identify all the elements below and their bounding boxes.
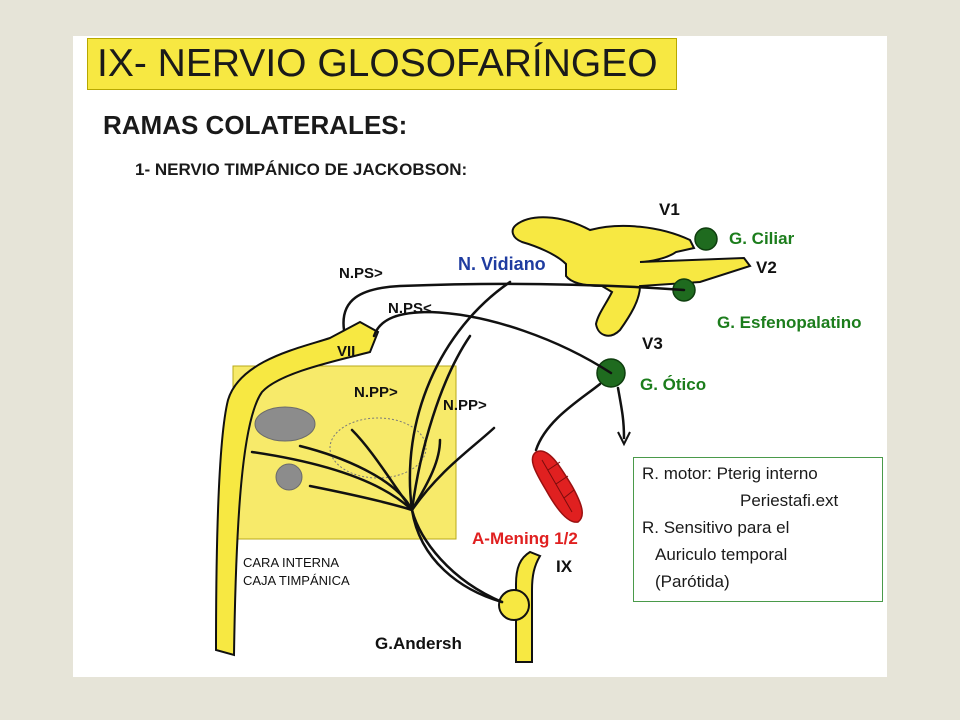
label-g-ciliar: G. Ciliar [729, 229, 795, 248]
plexus-branch-6 [298, 444, 414, 512]
label-v3: V3 [642, 334, 663, 353]
arrowhead [617, 431, 631, 447]
info-line-4: Auriculo temporal [655, 545, 788, 564]
label-n-vidiano: N. Vidiano [458, 254, 546, 274]
label-nps-lesser: N.PS< [388, 300, 432, 317]
facial-nerve-vii [214, 320, 380, 657]
trigeminal-ganglion [511, 216, 752, 337]
info-line-2: Periestafi.ext [740, 491, 839, 510]
info-box [633, 457, 883, 602]
plexus-branch-5 [410, 426, 496, 512]
info-line-5: (Parótida) [655, 572, 730, 591]
label-npp-greater-2: N.PP> [443, 397, 487, 414]
lesser-petrosal-nerve [372, 310, 613, 375]
section-heading: RAMAS COLATERALES: [103, 110, 408, 140]
label-g-esfenopalatino: G. Esfenopalatino [717, 313, 862, 332]
greater-petrosal-nerve [342, 282, 686, 332]
oval-window [254, 406, 316, 442]
label-g-otico: G. Ótico [640, 375, 707, 394]
slide-title: IX- NERVIO GLOSOFARÍNGEO [97, 42, 658, 85]
tympanic-cavity-box [232, 365, 457, 540]
label-v1: V1 [659, 200, 680, 219]
label-vii: VII [337, 343, 356, 360]
tympanic-nerve-main [410, 508, 504, 604]
round-window [275, 463, 303, 491]
plexus-branch-7 [308, 484, 414, 512]
vidian-nerve-branch [408, 280, 512, 604]
ganglion-andersch [498, 589, 530, 621]
label-v2: V2 [756, 258, 777, 277]
artery-texture [541, 459, 575, 513]
subsection-heading: 1- NERVIO TIMPÁNICO DE JACKOBSON: [135, 160, 468, 179]
ciliary-ganglion [694, 227, 718, 251]
otic-motor-branch [534, 382, 602, 452]
label-g-andersh: G.Andersh [375, 634, 462, 653]
label-caja-timpanica: CAJA TIMPÁNICA [243, 573, 350, 588]
label-ix: IX [556, 557, 573, 576]
label-a-mening: A-Mening 1/2 [472, 529, 578, 548]
plexus-branch-3 [410, 334, 472, 512]
info-line-1: R. motor: Pterig interno [642, 464, 818, 483]
info-line-3: R. Sensitivo para el [642, 518, 790, 537]
label-cara-interna: CARA INTERNA [243, 555, 340, 570]
title-banner [87, 38, 677, 90]
otic-sensory-branch [616, 386, 626, 440]
plexus-branch-1 [250, 450, 414, 512]
label-nps-greater: N.PS> [339, 265, 383, 282]
label-npp-greater-1: N.PP> [354, 384, 398, 401]
